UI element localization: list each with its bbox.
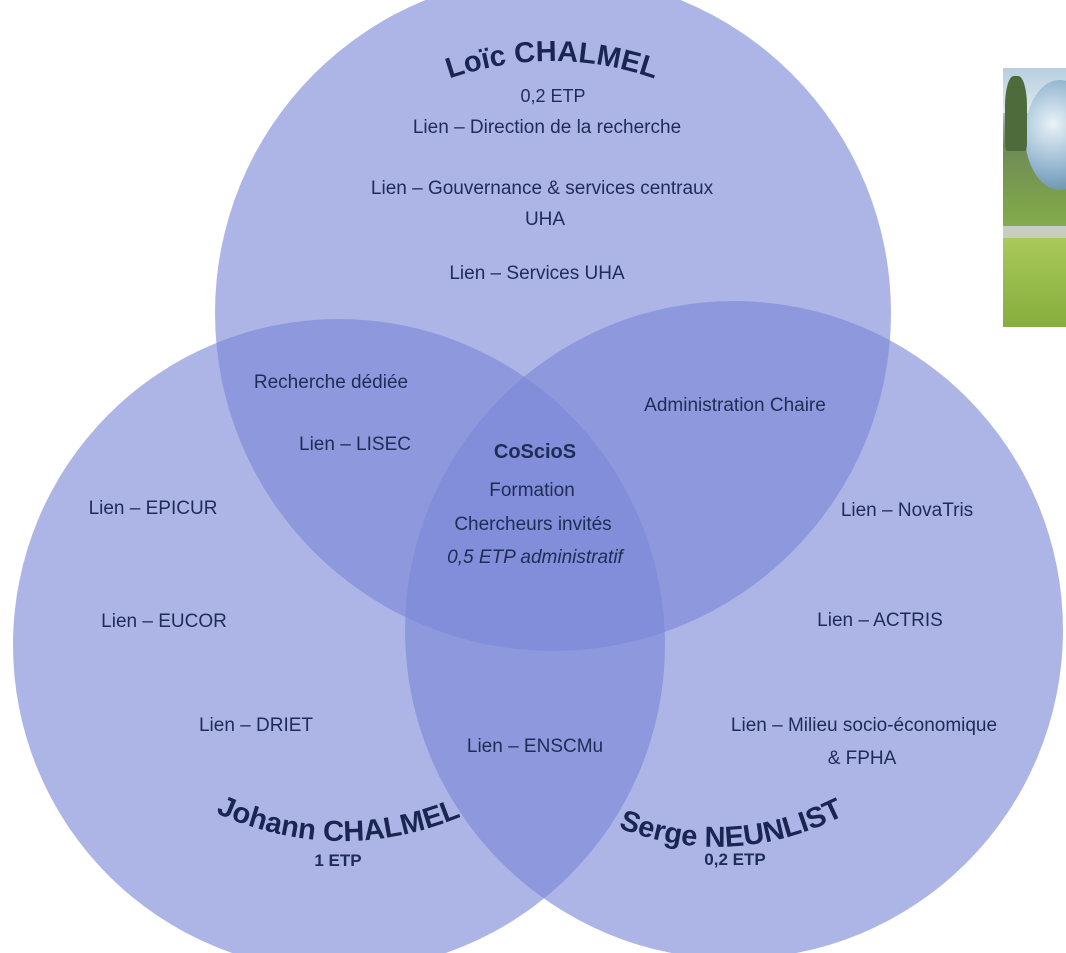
right-etp: 0,2 ETP [704,850,766,869]
top-item-gouvernance: Lien – Gouvernance & services centraux [370,178,714,199]
right-item-fpha: & FPHA [827,748,897,769]
top-etp: 0,2 ETP [520,86,586,106]
right-item-novatris: Lien – NovaTris [840,500,974,521]
photo-road [1003,226,1066,238]
right-item-milieu: Lien – Milieu socio-économique [730,715,998,736]
left-item-epicur: Lien – EPICUR [88,498,218,519]
campus-photo [1003,68,1066,327]
overlap-lisec: Lien – LISEC [299,434,411,455]
left-etp: 1 ETP [314,851,362,870]
overlap-enscmu: Lien – ENSCMu [466,736,604,757]
center-title: CoScioS [493,441,577,463]
center-formation: Formation [489,480,575,501]
left-item-eucor: Lien – EUCOR [101,611,227,632]
center-etp: 0,5 ETP administratif [447,547,623,568]
photo-tree [1005,76,1027,151]
top-item-services: Lien – Services UHA [449,263,625,284]
center-chercheurs: Chercheurs invités [454,514,612,535]
photo-grass [1003,238,1066,327]
left-item-driet: Lien – DRIET [198,715,314,736]
circle-right [405,301,1063,953]
overlap-recherche: Recherche dédiée [253,372,409,393]
top-item-uha: UHA [524,209,566,230]
right-item-actris: Lien – ACTRIS [817,610,943,631]
overlap-administration: Administration Chaire [644,395,826,416]
top-item-direction: Lien – Direction de la recherche [412,117,682,138]
